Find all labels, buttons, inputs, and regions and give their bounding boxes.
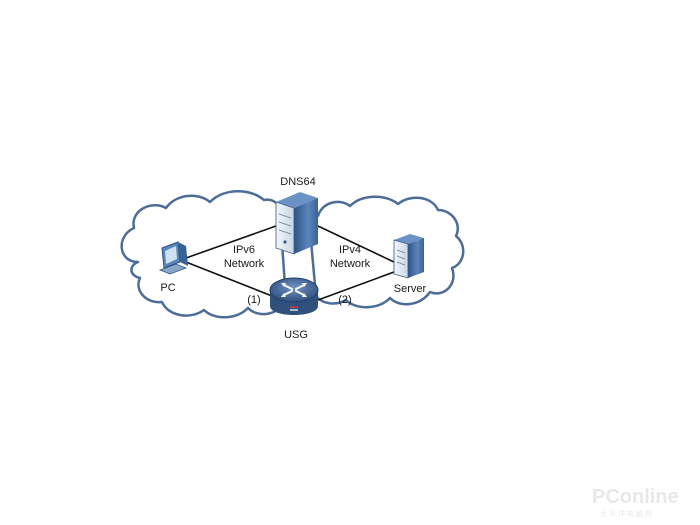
- step-2-label: (2): [338, 294, 351, 306]
- link-dns64-server: [317, 225, 395, 263]
- pc-icon: [158, 241, 188, 275]
- dns64-server-icon: [275, 192, 318, 255]
- server-icon: [393, 234, 424, 279]
- link-usg-server: [317, 271, 395, 301]
- pc-label: PC: [160, 282, 175, 294]
- ipv4-network-label: Network: [330, 258, 371, 270]
- server-label: Server: [394, 283, 427, 295]
- step-1-label: (1): [247, 294, 260, 306]
- usg-label: USG: [284, 329, 308, 341]
- usg-router-icon: [269, 277, 319, 315]
- dns64-label: DNS64: [280, 176, 315, 188]
- ipv6-network-cloud: [120, 190, 288, 319]
- ipv4-label: IPv4: [339, 244, 361, 256]
- watermark-logo: PConline: [592, 486, 679, 508]
- ipv4-network-cloud: [308, 195, 465, 309]
- ipv6-label: IPv6: [233, 244, 255, 256]
- ipv6-network-label: Network: [224, 258, 265, 270]
- link-pc-dns64: [185, 225, 277, 259]
- watermark-subtitle: 太平洋电脑网: [600, 509, 654, 518]
- link-pc-usg: [185, 261, 273, 297]
